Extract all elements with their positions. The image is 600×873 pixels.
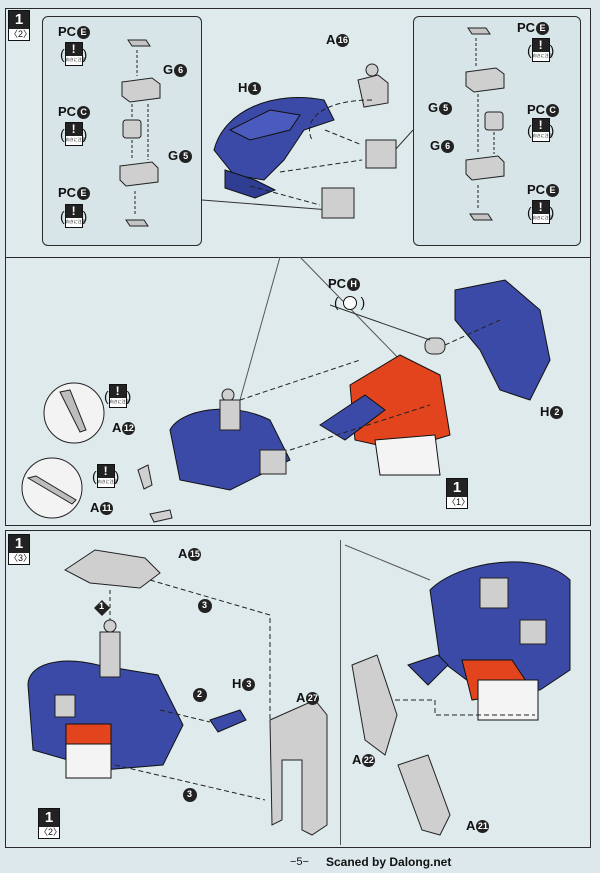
h1-shell-assembly xyxy=(213,63,397,219)
step-number: 1 xyxy=(447,479,467,497)
caution-mark: (!向きに注意) xyxy=(527,118,554,142)
detail-box-right xyxy=(413,16,581,246)
scan-credit: Scaned by Dalong.net xyxy=(326,855,452,869)
step-number: 1 xyxy=(39,809,59,827)
section-divider xyxy=(6,257,590,258)
chest-final xyxy=(344,544,571,836)
chest-assembly xyxy=(27,549,328,836)
step-number: 1 xyxy=(9,11,29,29)
caution-mark: (!向きに注意) xyxy=(104,384,131,408)
step-badge-bottom: 1 〈3〉 xyxy=(8,534,33,565)
right-detail-parts xyxy=(465,27,505,221)
caution-mark: (!向きに注意) xyxy=(60,122,87,146)
step-sub: 〈3〉 xyxy=(9,553,33,563)
order-mark-1: 1 xyxy=(99,601,105,611)
caution-mark: (!向きに注意) xyxy=(60,204,87,228)
order-mark-3-top: 3 xyxy=(202,600,208,610)
bottom-divider xyxy=(340,540,341,845)
caution-mark: (!向きに注意) xyxy=(60,42,87,66)
left-detail-parts xyxy=(119,39,161,227)
step-badge-ref: 1 〈2〉 xyxy=(38,808,63,839)
caution-mark: (!向きに注意) xyxy=(527,38,554,62)
step-sub: 〈1〉 xyxy=(447,497,471,507)
order-mark-2: 2 xyxy=(197,689,203,699)
order-mark-3-bottom: 3 xyxy=(187,789,193,799)
step-sub: 〈2〉 xyxy=(39,827,63,837)
step-badge-top: 1 〈2〉 xyxy=(8,10,33,41)
step-sub: 〈2〉 xyxy=(9,29,33,39)
step-number: 1 xyxy=(9,535,29,553)
caution-mark: (!向きに注意) xyxy=(92,464,119,488)
torso-assembly xyxy=(137,279,551,523)
pc-h-sprue-note: ( ) xyxy=(334,294,366,311)
caution-mark: (!向きに注意) xyxy=(527,200,554,224)
page-number: −5− xyxy=(290,856,309,868)
step-badge-mid: 1 〈1〉 xyxy=(446,478,471,509)
order-marker-shapes xyxy=(94,599,212,802)
